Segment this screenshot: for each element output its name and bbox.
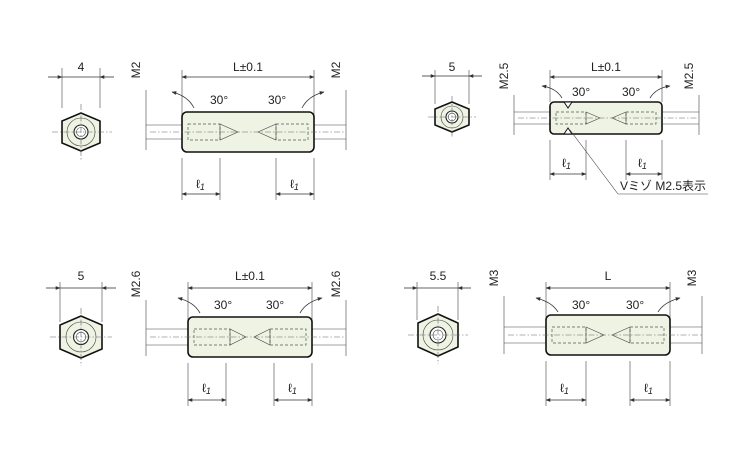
depth-left-label: ℓ1: [202, 381, 211, 396]
thread-left-label: M2: [129, 61, 143, 78]
depth-left-label: ℓ1: [562, 156, 571, 171]
angle-right-label: 30°: [626, 298, 644, 312]
depth-left-label: ℓ1: [560, 381, 569, 396]
spacer-view-m25: 5 L±0.1 M2.5 M2.5: [422, 60, 708, 195]
hex-end-view: 4: [48, 60, 114, 160]
v-groove: [563, 101, 573, 109]
length-label: L±0.1: [235, 269, 265, 283]
angle-right-label: 30°: [268, 93, 286, 107]
side-view: L±0.1 M2 M2 30° 30° ℓ1: [129, 60, 347, 200]
spacer-view-m3: 5.5 L M3 M3: [404, 269, 703, 406]
angle-right-label: 30°: [266, 298, 284, 312]
thread-left-label: M2.6: [129, 270, 143, 297]
hex-end-view: 5: [422, 60, 482, 138]
length-label: L: [605, 269, 612, 283]
thread-left-label: M3: [487, 269, 501, 286]
angle-left-label: 30°: [572, 85, 590, 99]
length-label: L±0.1: [591, 60, 621, 74]
thread-right-label: M2.5: [682, 62, 696, 89]
angle-right-label: 30°: [622, 85, 640, 99]
angle-left-label: 30°: [572, 298, 590, 312]
length-label: L±0.1: [233, 60, 263, 74]
hex-width-label: 5: [78, 269, 85, 283]
angle-left-label: 30°: [214, 298, 232, 312]
thread-right-label: M3: [685, 269, 699, 286]
depth-right-label: ℓ1: [290, 177, 299, 192]
angle-left-label: 30°: [210, 93, 228, 107]
depth-right-label: ℓ1: [638, 156, 647, 171]
spacer-view-m2: 4 L±0.1 M2 M2: [48, 60, 347, 200]
depth-right-label: ℓ1: [644, 381, 653, 396]
hex-end-view: 5.5: [404, 269, 471, 364]
depth-right-label: ℓ1: [288, 381, 297, 396]
side-view: L M3 M3 30° 30° ℓ1 ℓ: [487, 269, 703, 406]
hex-width-label: 5: [449, 60, 456, 74]
hex-width-label: 5.5: [430, 269, 447, 283]
v-groove-note: Vミゾ M2.5表示: [620, 179, 706, 193]
depth-left-label: ℓ1: [196, 177, 205, 192]
thread-left-label: M2.5: [497, 62, 511, 89]
hex-end-view: 5: [46, 269, 116, 366]
thread-right-label: M2: [329, 61, 343, 78]
side-view: L±0.1 M2.5 M2.5 30° 30° ℓ1: [497, 60, 708, 195]
thread-right-label: M2.6: [329, 270, 343, 297]
spacer-view-m26: 5 L±0.1 M2.6 M2.6: [46, 269, 347, 406]
hex-width-label: 4: [78, 60, 85, 74]
side-view: L±0.1 M2.6 M2.6 30° 30° ℓ1: [129, 269, 347, 406]
